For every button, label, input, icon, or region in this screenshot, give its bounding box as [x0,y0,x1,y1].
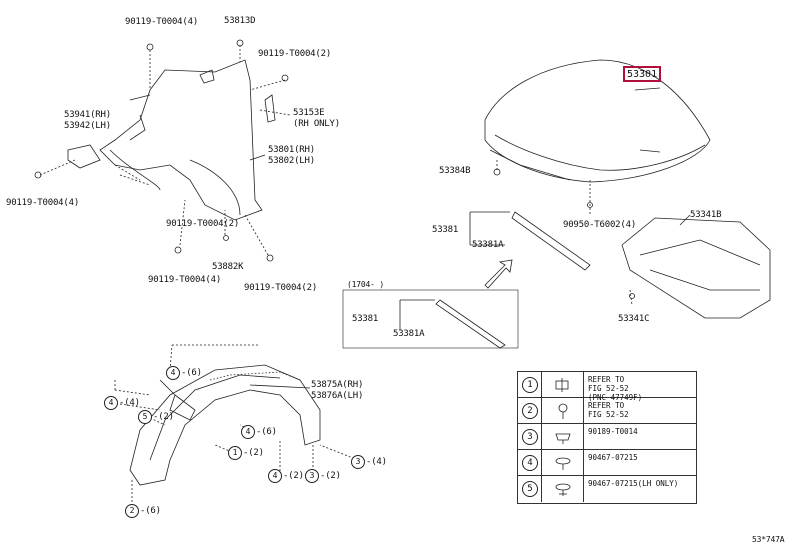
table-row-number: 4 [522,455,538,471]
callout-qty-5: -(2) [153,412,174,422]
callout-marker-3b: 3 [351,455,365,469]
bolt-label-left: 90119-T0004(4) [6,198,80,208]
bolt-label-bottom-left: 90119-T0004(4) [148,275,222,285]
table-row: 5 90467-07215(LH ONLY) [518,476,696,502]
table-row-number: 2 [522,403,538,419]
callout-qty-4c: -(6) [256,427,277,437]
callout-marker-1: 1 [228,446,242,460]
table-row: 2 REFER TO FIG 52-52 [518,398,696,424]
part-53381a-label-top: 53381A [472,240,504,250]
callout-marker-4c: 4 [241,425,255,439]
fender-liner-drawing [114,344,359,510]
fastener-reference-table: 1 REFER TO FIG 52-52 (PNC 47749F) 2 REFE… [517,371,697,504]
bolt-label-top-right: 90119-T0004(2) [258,49,332,59]
callout-qty-2: -(6) [140,506,161,516]
part-53801-label: 53801(RH) [268,145,315,155]
part-53341c-label: 53341C [618,314,650,324]
callout-qty-3a: -(2) [320,471,341,481]
part-53941-label: 53941(RH) [64,110,111,120]
callout-qty-4a: -(6) [181,368,202,378]
table-row-number: 3 [522,429,538,445]
callout-marker-4a: 4 [166,366,180,380]
part-90950-label: 90950-T6002(4) [563,220,637,230]
table-row-number: 1 [522,377,538,393]
part-53301-highlight[interactable]: 53301 [623,66,661,82]
callout-marker-3a: 3 [305,469,319,483]
table-row-text: 90467-07215(LH ONLY) [588,479,679,488]
table-row: 4 90467-07215 [518,450,696,476]
clip-icon [555,457,571,470]
clip-icon [555,378,569,392]
part-53381-label-bottom: 53381 [352,314,379,324]
front-fender-drawing [34,39,291,262]
table-row: 1 REFER TO FIG 52-52 (PNC 47749F) [518,372,696,402]
hood-drawing [484,59,711,215]
hood-seal-drawing [342,211,591,349]
part-53341b-label: 53341B [690,210,722,220]
table-row-text: REFER TO FIG 52-52 [588,401,629,419]
part-53381a-label-bottom: 53381A [393,329,425,339]
table-row-text: 90189-T0014 [588,427,638,436]
part-53381-label-top: 53381 [432,225,459,235]
table-row: 3 90189-T0014 [518,424,696,450]
clip-icon [555,483,571,496]
callout-qty-4d: -(2) [283,471,304,481]
rh-only-note: (RH ONLY) [293,119,340,129]
part-53153e-label: 53153E [293,108,325,118]
bolt-label-top-left: 90119-T0004(4) [125,17,199,27]
part-53813d-label: 53813D [224,16,256,26]
callout-marker-4b: 4 [104,396,118,410]
part-53942-label: 53942(LH) [64,121,111,131]
callout-marker-2: 2 [125,504,139,518]
table-row-text: REFER TO FIG 52-52 (PNC 47749F) [588,375,643,402]
callout-qty-4b: -(4) [119,398,140,408]
callout-marker-4d: 4 [268,469,282,483]
part-53301-label: 53301 [627,69,658,80]
part-53384b-label: 53384B [439,166,471,176]
illustration-code: 53*747A [752,535,785,544]
table-row-text: 90467-07215 [588,453,638,462]
part-53882k-label: 53882K [212,262,244,272]
callout-qty-1: -(2) [243,448,264,458]
screw-icon [555,433,571,444]
table-row-number: 5 [522,481,538,497]
bolt-label-mid: 90119-T0004(2) [166,219,240,229]
part-53802-label: 53802(LH) [268,156,315,166]
callout-marker-5: 5 [138,410,152,424]
bolt-label-bottom-right: 90119-T0004(2) [244,283,318,293]
callout-qty-3b: -(4) [366,457,387,467]
date-range-label: (1704- ) [347,280,384,289]
part-53875a-label: 53875A(RH) [311,380,364,390]
part-53876a-label: 53876A(LH) [311,391,364,401]
hood-insulator-drawing [621,214,771,319]
clip-icon [558,403,568,419]
